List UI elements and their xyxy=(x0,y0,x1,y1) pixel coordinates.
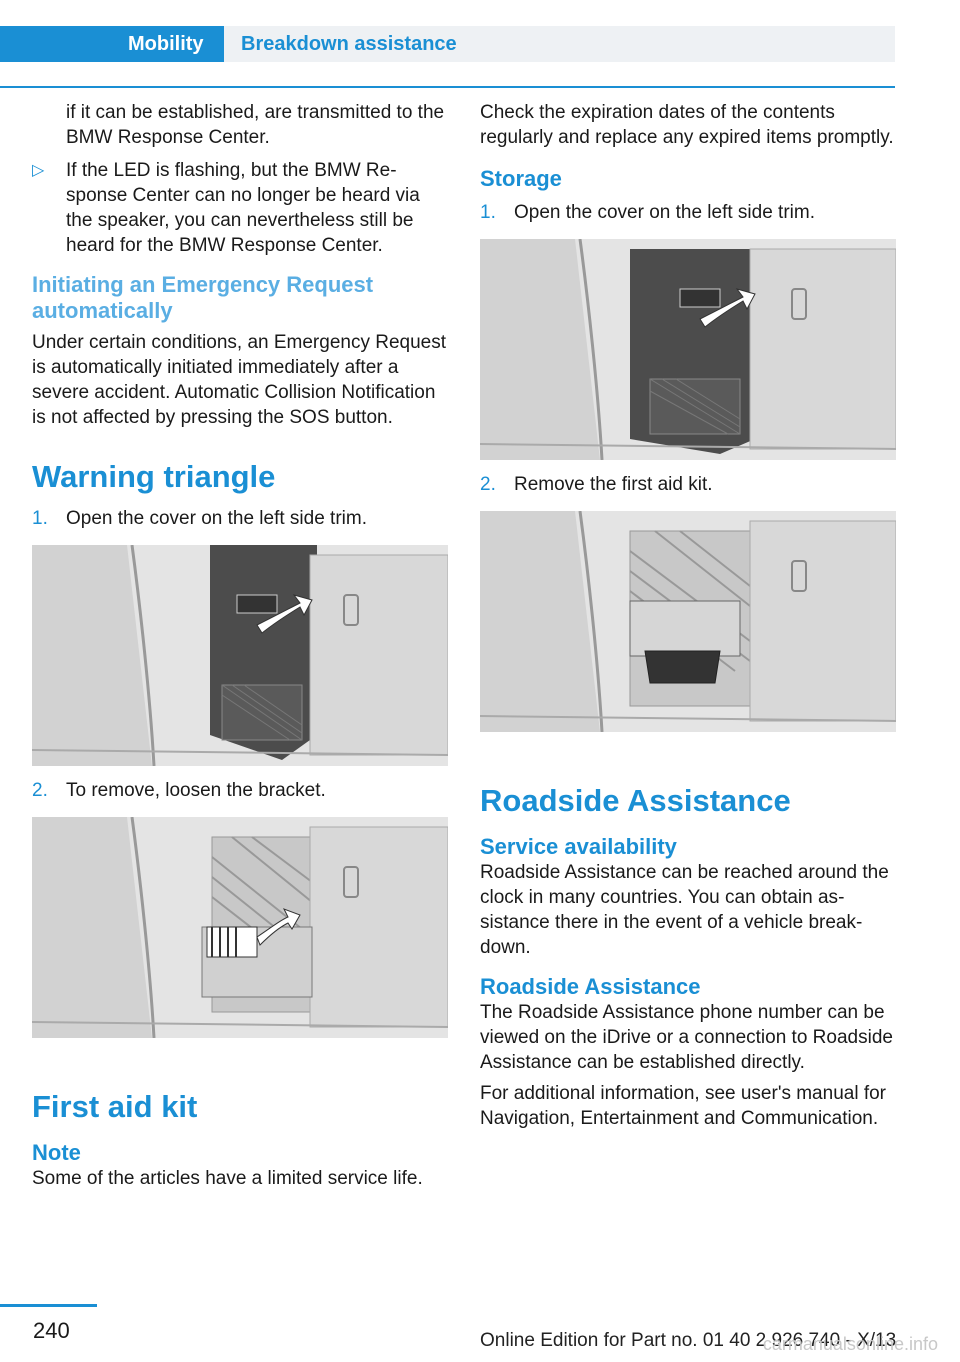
service-availability-heading: Service availability xyxy=(480,834,677,859)
expiration-text: Check the expiration dates of the conten… xyxy=(480,102,894,148)
step-number: 2. xyxy=(480,474,496,495)
watermark: carmanualsonline.info xyxy=(762,1334,938,1354)
step-text: Remove the first aid kit. xyxy=(514,474,713,495)
warning-step-2: 2. To remove, loosen the bracket. xyxy=(32,778,448,803)
roadside-assistance-subheading: Roadside Assistance xyxy=(480,974,701,999)
initiating-heading: Initiating an Emergency Request automati… xyxy=(32,272,374,323)
page-header: Mobility Breakdown assistance xyxy=(0,26,895,88)
header-rule xyxy=(0,86,895,88)
storage-heading: Storage xyxy=(480,166,562,191)
note-text: Some of the articles have a limited serv… xyxy=(32,1168,423,1189)
initiating-text: Under certain conditions, an Emergency R… xyxy=(32,332,447,428)
note-heading: Note xyxy=(32,1140,81,1165)
storage-step-2: 2. Remove the first aid kit. xyxy=(480,472,896,497)
figure-loosen-bracket xyxy=(32,817,448,1038)
triangle-bullet-icon: ▷ xyxy=(32,162,45,179)
figure-open-cover-right xyxy=(480,239,896,460)
tab-breakdown-assistance[interactable]: Breakdown assistance xyxy=(224,26,895,62)
roadside-assistance-text: The Roadside Assistance phone number can… xyxy=(480,1002,893,1073)
continued-paragraph: if it can be established, are transmitte… xyxy=(66,102,445,148)
tab-mobility[interactable]: Mobility xyxy=(0,26,224,62)
step-number: 2. xyxy=(32,780,48,801)
step-text: Open the cover on the left side trim. xyxy=(514,202,815,223)
figure-open-cover-left xyxy=(32,545,448,766)
storage-step-1: 1. Open the cover on the left side trim. xyxy=(480,200,896,225)
step-text: Open the cover on the left side trim. xyxy=(66,508,367,529)
bullet-item: ▷ If the LED is flashing, but the BMW Re… xyxy=(32,158,448,258)
first-aid-kit-heading: First aid kit xyxy=(32,1089,198,1124)
bullet-text: If the LED is flashing, but the BMW Re­s… xyxy=(66,160,420,256)
right-column: Check the expiration dates of the conten… xyxy=(480,100,896,1137)
roadside-assistance-heading: Roadside Assistance xyxy=(480,783,791,818)
footer-rule xyxy=(0,1304,97,1307)
additional-info-text: For additional information, see user's m… xyxy=(480,1083,886,1129)
step-text: To remove, loosen the bracket. xyxy=(66,780,326,801)
edition-text: Online Edition for Part no. 01 40 2 926 … xyxy=(480,1330,897,1351)
warning-triangle-heading: Warning triangle xyxy=(32,459,276,494)
service-availability-text: Roadside Assistance can be reached aroun… xyxy=(480,862,889,958)
left-column: if it can be established, are transmitte… xyxy=(32,100,448,1197)
figure-remove-first-aid-kit xyxy=(480,511,896,732)
step-number: 1. xyxy=(480,202,496,223)
step-number: 1. xyxy=(32,508,48,529)
page-number: 240 xyxy=(33,1318,70,1343)
warning-step-1: 1. Open the cover on the left side trim. xyxy=(32,506,448,531)
